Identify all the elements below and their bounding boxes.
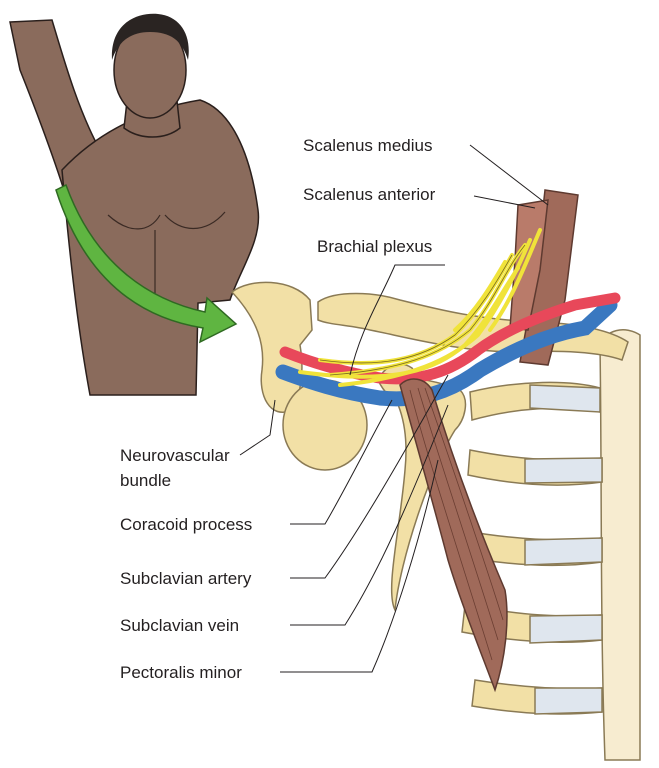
cartilage-4 <box>529 614 603 644</box>
label-subclavian-artery: Subclavian artery <box>120 569 252 588</box>
label-subclavian-vein: Subclavian vein <box>120 616 240 635</box>
cartilage-5 <box>534 687 603 715</box>
cartilage-1 <box>529 384 601 413</box>
leader-neurovascular-bundle <box>239 399 276 456</box>
leader-subclavian-vein <box>290 404 449 626</box>
hair <box>111 13 189 60</box>
green-arrow <box>55 183 238 344</box>
person-figure <box>9 13 260 396</box>
subclavian-artery <box>279 292 621 385</box>
chest-lines <box>107 211 226 300</box>
leader-coracoid-process <box>290 399 393 525</box>
label-neurovascular-line2: bundle <box>120 471 172 490</box>
label-coracoid-process: Coracoid process <box>120 515 253 534</box>
label-scalenus-anterior: Scalenus anterior <box>303 185 436 204</box>
cartilage-2 <box>524 457 603 484</box>
leader-brachial-plexus <box>349 264 445 376</box>
sternum <box>599 329 641 761</box>
label-scalenus-medius: Scalenus medius <box>303 136 433 155</box>
leader-scalenus-anterior <box>473 195 536 209</box>
leader-lines <box>239 144 549 673</box>
brachial-plexus-outline <box>319 244 526 376</box>
label-pectoralis-minor: Pectoralis minor <box>120 663 242 682</box>
label-neurovascular-line1: Neurovascular <box>120 446 230 465</box>
cartilage-3 <box>524 537 603 566</box>
label-brachial-plexus: Brachial plexus <box>317 237 433 256</box>
leader-subclavian-artery <box>290 374 449 579</box>
leader-scalenus-medius <box>469 144 549 206</box>
leader-pectoralis-minor <box>280 459 439 673</box>
anatomy <box>230 189 641 761</box>
